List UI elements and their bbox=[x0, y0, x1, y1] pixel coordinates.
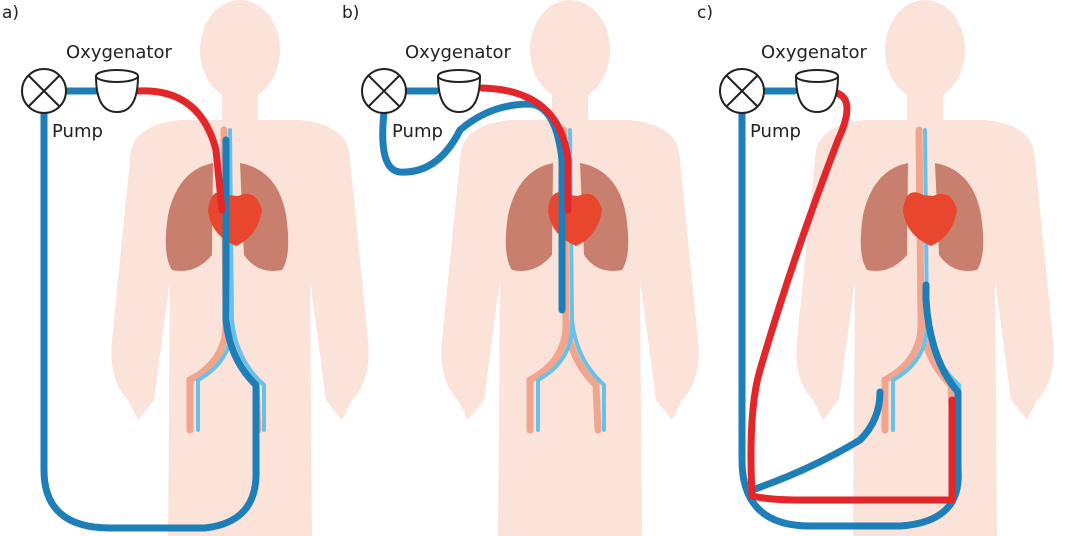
vena-cava-vessel bbox=[536, 128, 606, 432]
oxygenator-label: Oxygenator bbox=[66, 42, 172, 63]
panel-c: c) Oxygenator Pump bbox=[697, 0, 1054, 536]
right-lung bbox=[935, 163, 984, 271]
aorta-vessel bbox=[526, 126, 602, 434]
panel-label: b) bbox=[342, 3, 359, 23]
oxygenator bbox=[437, 69, 481, 114]
pump-x-line bbox=[725, 74, 759, 108]
panel-b: b) Oxygenator Pump bbox=[342, 0, 699, 536]
oxygenator-label: Oxygenator bbox=[405, 42, 511, 63]
pump-x-line bbox=[367, 74, 401, 108]
right-lung bbox=[240, 163, 289, 271]
return-cannula-tube bbox=[478, 84, 572, 214]
pump bbox=[361, 68, 407, 114]
left-lung bbox=[505, 163, 553, 271]
panel-a: a) Oxygenator Pump bbox=[2, 0, 369, 536]
oxygenator-rim bbox=[95, 69, 139, 83]
drainage-cannula-tube bbox=[40, 104, 260, 532]
left-lung bbox=[860, 163, 908, 271]
oxygenator-label: Oxygenator bbox=[761, 42, 867, 63]
panel-label: a) bbox=[2, 3, 19, 23]
oxygenator bbox=[95, 69, 139, 114]
oxygenator-rim bbox=[795, 69, 839, 83]
pump-label: Pump bbox=[52, 121, 103, 142]
return-cannula-tube bbox=[134, 87, 226, 214]
oxygenator-rim bbox=[437, 69, 481, 83]
oxygenator-cup-icon bbox=[95, 75, 139, 114]
pump bbox=[719, 68, 765, 114]
panel-label: c) bbox=[697, 3, 713, 23]
right-lung bbox=[580, 163, 629, 271]
vena-cava-vessel bbox=[196, 128, 266, 432]
left-lung bbox=[165, 163, 213, 271]
return-cannula-tube bbox=[747, 88, 956, 504]
pump-x-line bbox=[27, 74, 61, 108]
pump-label: Pump bbox=[392, 121, 443, 142]
drainage-cannula-tube bbox=[738, 104, 962, 530]
body-silhouette bbox=[111, 0, 369, 536]
oxygenator bbox=[795, 69, 839, 114]
oxygenator-cup-icon bbox=[795, 75, 839, 114]
pump bbox=[21, 68, 67, 114]
oxygenator-cup-icon bbox=[437, 75, 481, 114]
pump-label: Pump bbox=[750, 121, 801, 142]
heart-icon bbox=[903, 192, 957, 246]
